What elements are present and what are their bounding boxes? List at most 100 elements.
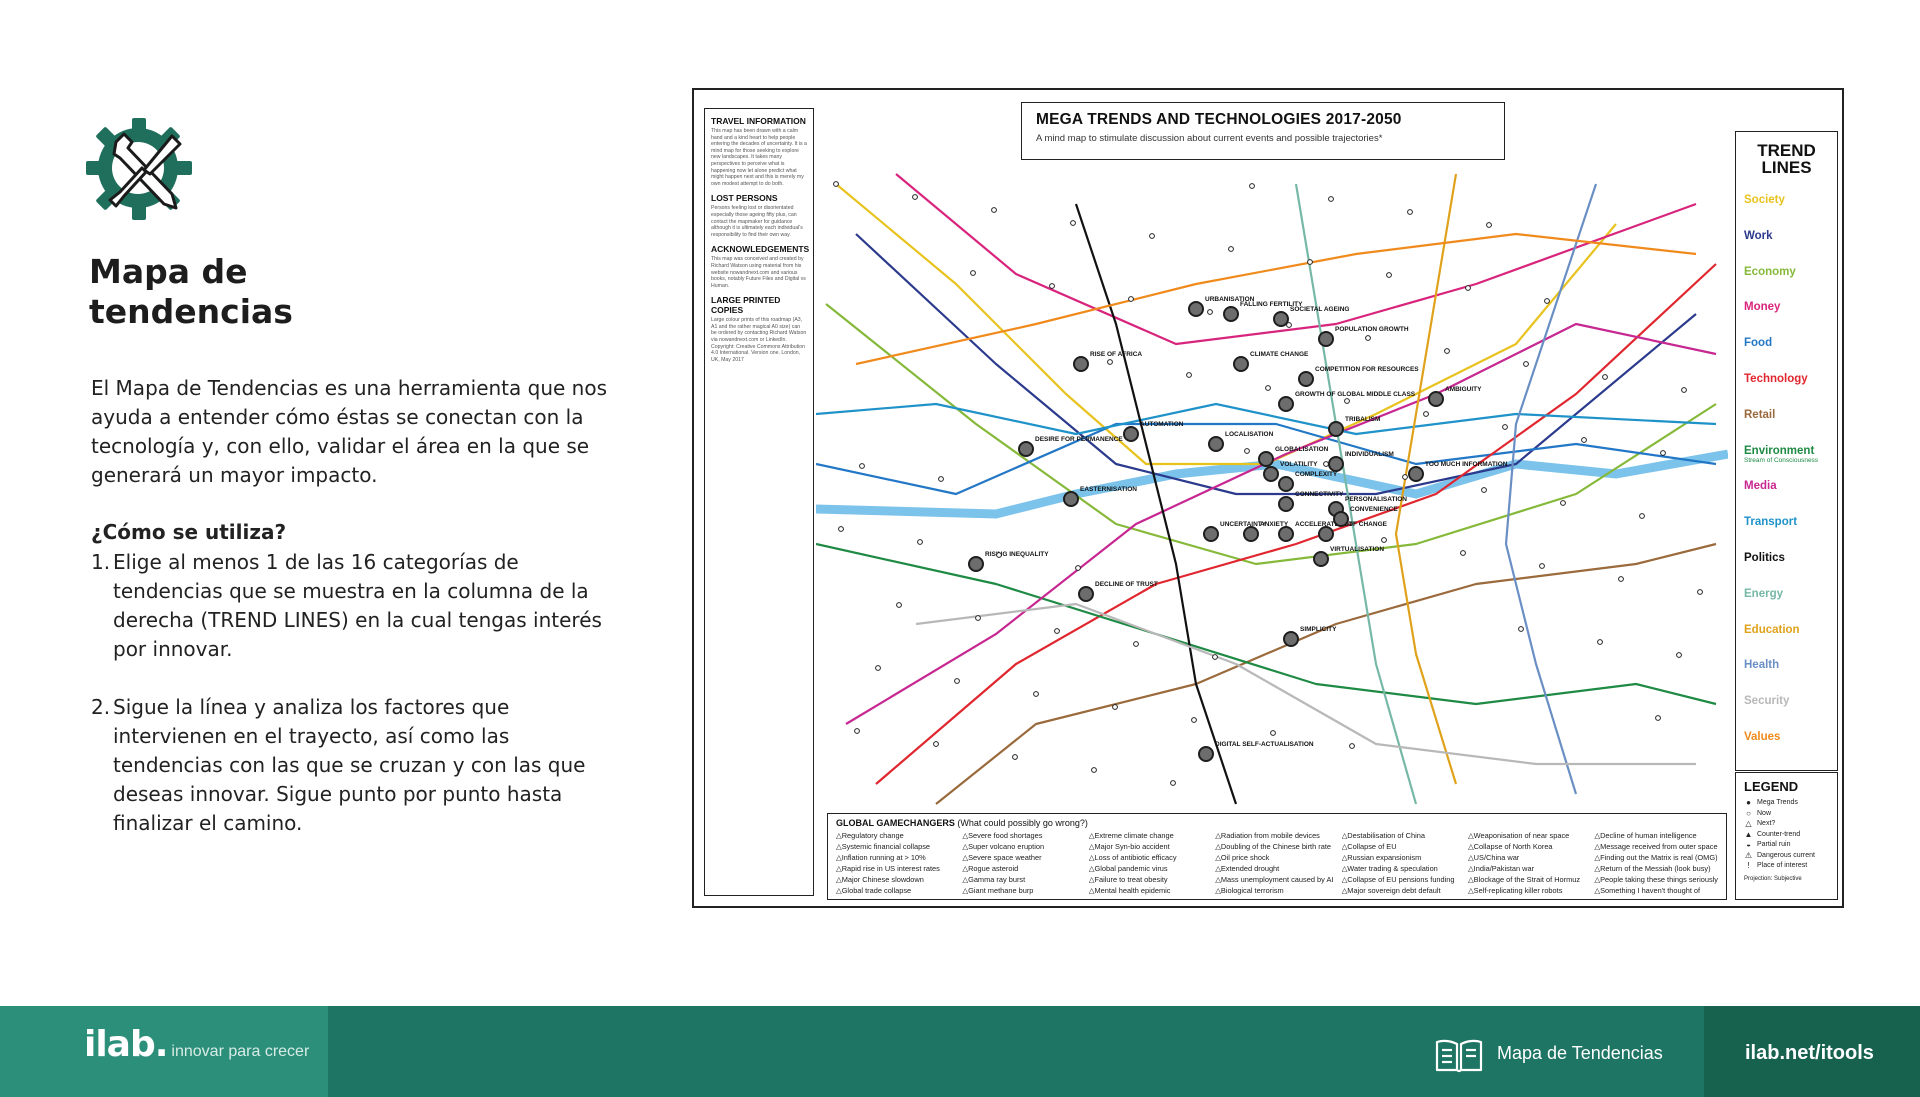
legend-label: Next? <box>1757 820 1776 827</box>
mega-trend-station <box>1328 421 1344 437</box>
station-label: DESIRE FOR PERMANENCE <box>1035 436 1123 443</box>
step-text: Sigue la línea y analiza los factores qu… <box>113 695 586 835</box>
station-label: CLIMATE CHANGE <box>1250 351 1309 358</box>
gamechanger-item: Self-replicating killer robots <box>1468 886 1588 897</box>
mega-trend-station <box>1223 306 1239 322</box>
minor-stop <box>1049 283 1055 289</box>
gamechanger-item: Weaponisation of near space <box>1468 831 1588 842</box>
trend-line-route <box>1394 173 1458 785</box>
legend-label: Mega Trends <box>1757 799 1798 806</box>
mega-trend-station <box>1298 371 1314 387</box>
station-label: VIRTUALISATION <box>1330 546 1384 553</box>
minor-stop <box>1502 424 1508 430</box>
minor-stop <box>896 602 902 608</box>
trend-line-route <box>825 303 1717 566</box>
trend-line-route <box>816 422 1717 496</box>
sidebar-text: This map was conceived and created by Ri… <box>711 256 806 289</box>
trend-line-item: Society <box>1744 194 1785 206</box>
minor-stop <box>954 678 960 684</box>
station-label: CONNECTIVITY <box>1295 491 1344 498</box>
station-label: AUTOMATION <box>1140 421 1184 428</box>
minor-stop <box>1244 448 1250 454</box>
minor-stop <box>1054 628 1060 634</box>
legend-symbol: ○ <box>1746 808 1751 818</box>
legend-item: △Next? <box>1744 819 1829 830</box>
trend-line-route <box>1074 203 1238 805</box>
mega-trend-station <box>1018 441 1034 457</box>
minor-stop <box>1212 654 1218 660</box>
minor-stop <box>1523 361 1529 367</box>
mega-trend-station <box>1073 356 1089 372</box>
mega-trend-station <box>1278 526 1294 542</box>
gamechanger-item: Inflation running at > 10% <box>836 853 956 864</box>
legend-label: Dangerous current <box>1757 851 1815 859</box>
minor-stop <box>970 270 976 276</box>
minor-stop <box>1618 576 1624 582</box>
gamechanger-item: Biological terrorism <box>1215 886 1335 897</box>
sidebar-heading: ACKNOWLEDGEMENTS <box>711 244 810 255</box>
trend-line-route <box>816 402 1717 436</box>
mega-trend-station <box>1198 746 1214 762</box>
gamechanger-item: Giant methane burp <box>962 886 1082 897</box>
minor-stop <box>1581 437 1587 443</box>
gamechanger-item: US/China war <box>1468 853 1588 864</box>
mega-trends-map: TRAVEL INFORMATION This map has been dra… <box>692 88 1844 908</box>
mega-trend-station <box>1258 451 1274 467</box>
minor-stop <box>859 463 865 469</box>
station-label: LOCALISATION <box>1225 431 1274 438</box>
minor-stop <box>938 476 944 482</box>
legend-symbol: ● <box>1746 798 1751 807</box>
minor-stop <box>1655 715 1661 721</box>
minor-stop <box>1423 411 1429 417</box>
map-info-sidebar: TRAVEL INFORMATION This map has been dra… <box>704 108 814 896</box>
intro-paragraph: El Mapa de Tendencias es una herramienta… <box>91 376 608 487</box>
gamechanger-item: Regulatory change <box>836 831 956 842</box>
minor-stop <box>1149 233 1155 239</box>
sidebar-heading: LARGE PRINTED COPIES <box>711 295 781 316</box>
minor-stop <box>1107 359 1113 365</box>
gamechanger-item: Extended drought <box>1215 864 1335 875</box>
minor-stop <box>1270 730 1276 736</box>
mega-trend-station <box>1243 526 1259 542</box>
minor-stop <box>1349 743 1355 749</box>
trend-line-item: Retail <box>1744 408 1776 421</box>
trend-line-item: Money <box>1744 301 1781 314</box>
minor-stop <box>1365 335 1371 341</box>
minor-stop <box>912 194 918 200</box>
minor-stop <box>1344 398 1350 404</box>
gamechanger-item: Extreme climate change <box>1089 831 1209 842</box>
trend-line-item: Media <box>1744 480 1777 493</box>
step-number: 1. <box>91 550 111 574</box>
station-label: UNCERTAINTY <box>1220 521 1267 528</box>
station-label: GLOBALISATION <box>1275 446 1329 453</box>
legend-symbol: ! <box>1747 861 1750 870</box>
page-title: Mapa de tendencias <box>89 252 293 331</box>
minor-stop <box>1386 272 1392 278</box>
mega-trend-station <box>1123 426 1139 442</box>
footer-url-link[interactable]: ilab.net/itools <box>1745 1042 1874 1064</box>
minor-stop <box>1697 589 1703 595</box>
station-label: PERSONALISATION <box>1345 496 1407 503</box>
gamechanger-item: Blockage of the Strait of Hormuz <box>1468 875 1588 886</box>
mega-trend-station <box>1078 586 1094 602</box>
minor-stop <box>917 539 923 545</box>
footer-brand-block <box>0 1006 328 1097</box>
ilab-logo[interactable]: ilab. innovar para crecer <box>84 1024 309 1065</box>
mega-trend-station <box>1278 476 1294 492</box>
trend-line-item: Transport <box>1744 516 1798 529</box>
sidebar-text: Large colour prints of this roadmap (A3,… <box>711 317 807 363</box>
steps-list: 1. Elige al menos 1 de las 16 categorías… <box>91 548 621 838</box>
gamechanger-item: Rapid rise in US interest rates <box>836 864 956 875</box>
trend-line-route <box>935 542 1717 805</box>
trend-line-route <box>1294 183 1418 805</box>
minor-stop <box>1033 691 1039 697</box>
gamechanger-item: Severe food shortages <box>962 831 1082 842</box>
trend-line-item: Technology <box>1744 372 1808 385</box>
legend-symbol: ▲ <box>1744 829 1753 839</box>
mega-trend-station <box>1428 391 1444 407</box>
gamechangers-grid: Regulatory changeSystemic financial coll… <box>836 831 1718 897</box>
legend-item: ● Mega Trends <box>1744 798 1829 809</box>
step-item: 1. Elige al menos 1 de las 16 categorías… <box>91 548 621 664</box>
